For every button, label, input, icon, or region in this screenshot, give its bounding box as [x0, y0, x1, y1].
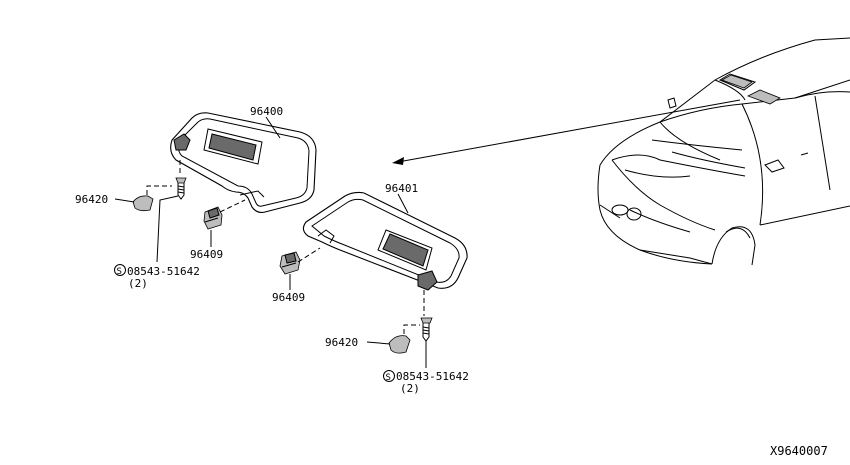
screw-symbol-left: S: [117, 267, 122, 277]
screw-symbol-right: S: [386, 373, 391, 383]
screw-label-left: S 08543-51642 (2): [114, 264, 200, 290]
sun-visor-right: [302, 191, 468, 291]
screw-label-right: S 08543-51642 (2): [383, 370, 469, 395]
label-96420-left: 96420: [75, 193, 108, 206]
label-screw-right: 08543-51642: [396, 370, 469, 383]
screw-left: [175, 177, 187, 200]
label-96400: 96400: [250, 105, 283, 118]
cover-right: [388, 335, 411, 354]
label-screw-right-qty: (2): [400, 382, 420, 395]
screw-right: [420, 317, 433, 342]
label-96401: 96401: [385, 182, 418, 195]
label-96409-left: 96409: [190, 248, 223, 261]
cover-left: [132, 195, 154, 212]
label-screw-left: 08543-51642: [127, 265, 200, 278]
label-screw-left-qty: (2): [128, 277, 148, 290]
label-96409-right: 96409: [272, 291, 305, 304]
vehicle-outline: [597, 37, 850, 266]
location-arrow: [392, 99, 741, 165]
label-96420-right: 96420: [325, 336, 358, 349]
diagram-code: X9640007: [770, 444, 828, 458]
visor-holder-left: [203, 206, 223, 230]
sun-visor-left: [170, 112, 317, 213]
visor-holder-right: [279, 251, 301, 275]
